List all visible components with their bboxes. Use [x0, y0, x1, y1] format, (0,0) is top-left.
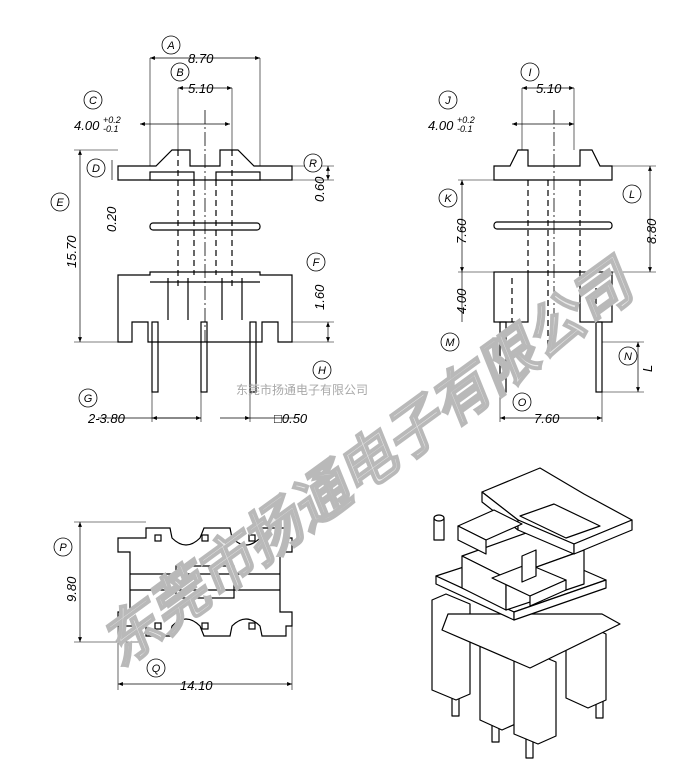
dim-h-value: □0.50	[274, 411, 308, 426]
label-d: D	[92, 163, 100, 175]
label-circle-j	[438, 90, 458, 110]
label-circle-a	[161, 35, 181, 55]
dim-n-value: L	[640, 365, 655, 372]
label-o: O	[518, 397, 527, 409]
label-circle-g	[78, 388, 98, 408]
label-b: B	[176, 67, 183, 79]
label-m: M	[445, 337, 455, 349]
front-view	[74, 56, 334, 422]
dim-l-value: 8.80	[644, 218, 659, 244]
label-circle-r	[303, 153, 323, 173]
label-circle-f	[306, 252, 326, 272]
dim-j-value: 4.00	[428, 118, 454, 133]
label-e: E	[56, 197, 64, 209]
label-circle-p	[53, 537, 73, 557]
front-view-dimension-text: 8.70 5.10 4.00 +0.2 -0.1 0.20 15.70 1.60…	[64, 51, 327, 426]
label-circle-b	[170, 62, 190, 82]
dim-p-value: 9.80	[64, 576, 79, 602]
label-r: R	[309, 158, 317, 170]
dim-a-value: 8.70	[188, 51, 214, 66]
circled-label-letters: A B C D E F G H I J K L M N O P Q R	[56, 40, 635, 675]
label-i: I	[528, 67, 531, 79]
dim-k-value: 7.60	[454, 218, 469, 244]
dim-j-tol-lower: -0.1	[457, 124, 473, 134]
label-circle-e	[50, 192, 70, 212]
label-circle-n	[618, 346, 638, 366]
label-circle-c	[83, 90, 103, 110]
label-c: C	[89, 95, 97, 107]
bottom-view	[74, 521, 293, 690]
watermark-small-text: 东莞市扬通电子有限公司	[236, 382, 368, 397]
dim-d-value: 0.20	[104, 206, 119, 232]
label-j: J	[444, 95, 451, 107]
label-l: L	[629, 189, 635, 201]
label-k: K	[444, 193, 452, 205]
isometric-view	[431, 467, 633, 759]
dim-i-value: 5.10	[536, 81, 562, 96]
label-f: F	[313, 257, 321, 269]
label-n: N	[624, 351, 632, 363]
dim-e-value: 15.70	[64, 235, 79, 268]
label-a: A	[166, 40, 174, 52]
side-view	[458, 86, 656, 422]
label-circle-l	[622, 184, 642, 204]
side-view-dimension-text: 5.10 4.00 +0.2 -0.1 7.60 8.80 4.00 L 7.6…	[428, 81, 659, 426]
dim-f-value: 1.60	[312, 284, 327, 310]
dim-b-value: 5.10	[188, 81, 214, 96]
dim-o-value: 7.60	[534, 411, 560, 426]
label-p: P	[59, 542, 67, 554]
dim-c-tol-upper: +0.2	[103, 115, 121, 125]
label-circle-q	[146, 658, 166, 678]
label-circle-m	[440, 332, 460, 352]
label-circle-k	[438, 188, 458, 208]
label-q: Q	[152, 663, 161, 675]
circled-labels	[50, 35, 642, 678]
dim-g-value: 2-3.80	[87, 411, 126, 426]
dim-r-value: 0.60	[312, 176, 327, 202]
label-circle-o	[512, 392, 532, 412]
dim-m-value: 4.00	[454, 288, 469, 314]
label-circle-i	[520, 62, 540, 82]
label-g: G	[84, 393, 93, 405]
label-circle-h	[312, 360, 332, 380]
dim-c-value: 4.00	[74, 118, 100, 133]
bottom-view-dimension-text: 9.80 14.10	[64, 576, 213, 693]
label-circle-d	[86, 158, 106, 178]
dim-j-tol-upper: +0.2	[457, 115, 475, 125]
label-h: H	[318, 365, 326, 377]
dim-c-tol-lower: -0.1	[103, 124, 119, 134]
dim-q-value: 14.10	[180, 678, 213, 693]
